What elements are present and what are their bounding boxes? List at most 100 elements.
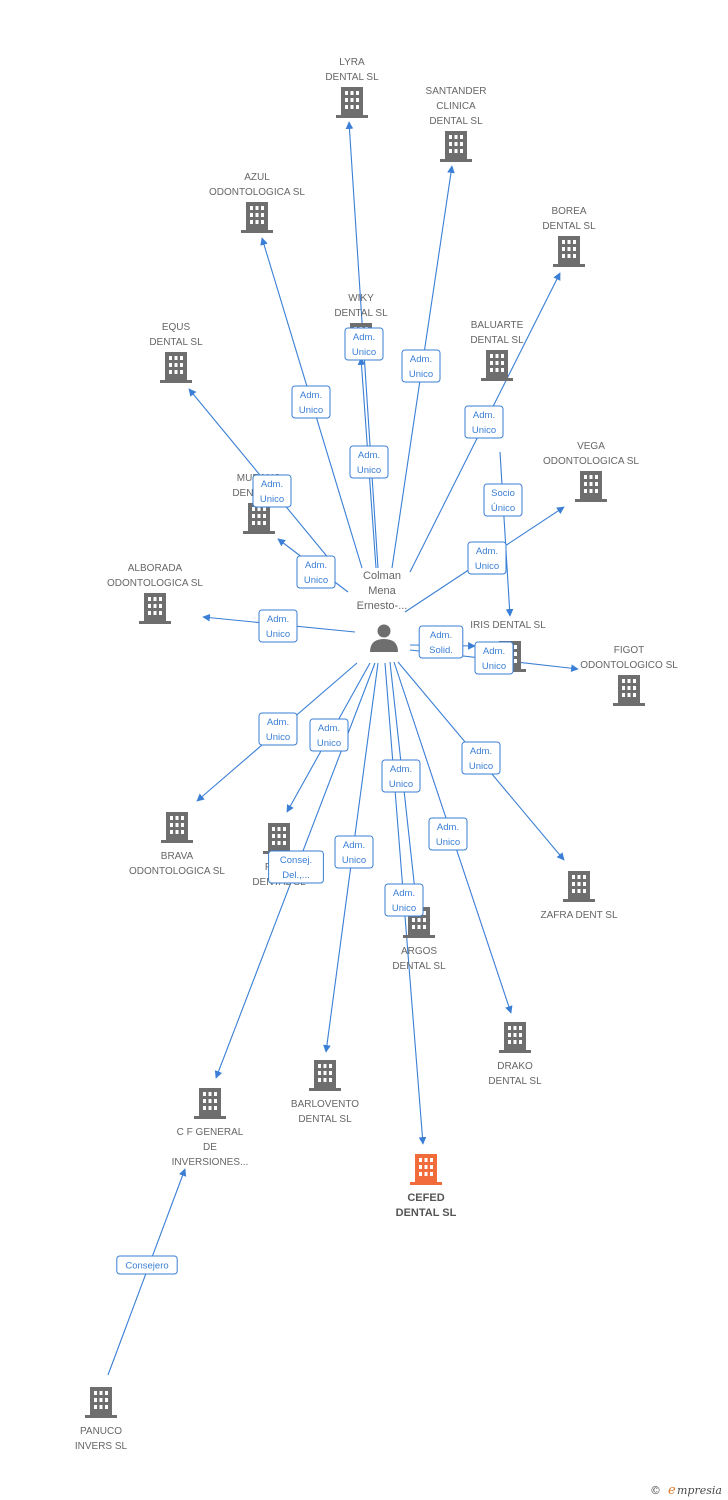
relation-badge-lyra[interactable]: Adm.Unico: [344, 327, 384, 361]
badge-box: [334, 835, 374, 869]
badge-text: Socio: [491, 488, 515, 499]
relation-badge-vega[interactable]: Adm.Unico: [467, 541, 507, 575]
company-node-brava[interactable]: BRAVA ODONTOLOGICA SL: [129, 812, 225, 877]
badge-box: [344, 327, 384, 361]
company-name: ODONTOLOGICA SL: [107, 578, 203, 589]
company-node-iris[interactable]: IRIS DENTAL SL: [470, 620, 546, 672]
center-person[interactable]: ColmanMenaErnesto-...: [357, 570, 408, 652]
badge-box: [252, 474, 292, 508]
badge-text: Adm.: [353, 332, 375, 343]
badge-text: Único: [491, 503, 515, 514]
company-name: ODONTOLOGICA SL: [209, 187, 305, 198]
badge-text: Adm.: [305, 560, 327, 571]
company-name: DENTAL SL: [396, 1207, 457, 1219]
relation-badge-fidel[interactable]: Adm. Unico: [309, 718, 349, 752]
company-name: DENTAL SL: [429, 116, 483, 127]
building-icon: [575, 471, 607, 502]
company-node-equs[interactable]: EQUS DENTAL SL: [149, 322, 203, 383]
relation-badge-equs[interactable]: Adm.Unico: [252, 474, 292, 508]
badge-box: [116, 1255, 178, 1275]
company-name: ODONTOLOGICA SL: [129, 866, 225, 877]
company-name: ODONTOLOGICA SL: [543, 456, 639, 467]
building-icon: [160, 352, 192, 383]
company-node-zafra[interactable]: ZAFRA DENT SL: [540, 871, 618, 921]
badge-box: [467, 541, 507, 575]
building-icon: [613, 675, 645, 706]
building-icon: [563, 871, 595, 902]
badge-box: [474, 641, 514, 675]
badge-text: Adm.: [267, 717, 289, 728]
relation-badge-cf[interactable]: Consejero: [116, 1255, 178, 1275]
company-name: DENTAL SL: [149, 337, 203, 348]
company-name: EQUS: [162, 322, 191, 333]
relation-badge-figot[interactable]: Adm.Unico: [474, 641, 514, 675]
badge-text: Unico: [317, 738, 341, 749]
relation-badge-zafra[interactable]: Adm.Unico: [461, 741, 501, 775]
company-name: ARGOS: [401, 946, 437, 957]
relation-badge-drako[interactable]: Adm.Unico: [428, 817, 468, 851]
badge-text: Unico: [299, 405, 323, 416]
relation-badge-baluarte[interactable]: Adm.Solid.: [418, 625, 464, 659]
relation-badge-murano[interactable]: Adm.Unico: [296, 555, 336, 589]
badge-box: [349, 445, 389, 479]
company-name: INVERSIONES...: [172, 1157, 249, 1168]
relation-badge-barlovento[interactable]: Adm.Unico: [334, 835, 374, 869]
company-node-cefed[interactable]: CEFED DENTAL SL: [396, 1154, 457, 1219]
company-name: LYRA: [339, 57, 365, 68]
badge-text: Unico: [266, 629, 290, 640]
company-name: FIGOT: [614, 645, 645, 656]
company-name: SANTANDER: [426, 86, 487, 97]
company-node-argos[interactable]: ARGOS DENTAL SL: [392, 907, 446, 972]
badge-text: Unico: [472, 425, 496, 436]
company-name: CLINICA: [436, 101, 476, 112]
building-icon: [85, 1387, 117, 1418]
company-name: ZAFRA DENT SL: [540, 910, 617, 921]
badge-text: Adm.: [318, 723, 340, 734]
badge-box: [291, 385, 331, 419]
company-name: WIKY: [348, 293, 374, 304]
company-name: CEFED: [407, 1192, 444, 1204]
badge-text: Adm.: [483, 646, 505, 657]
relation-badge-santander[interactable]: Adm.Unico: [401, 349, 441, 383]
building-icon: [499, 1022, 531, 1053]
relation-badge-borea[interactable]: Adm.Unico: [464, 405, 504, 439]
company-name: DENTAL SL: [298, 1114, 352, 1125]
relation-badge-azul[interactable]: Adm. Unico: [291, 385, 331, 419]
company-name: PANUCO: [80, 1426, 122, 1437]
badge-box: [464, 405, 504, 439]
relation-badge-alborada[interactable]: Adm.Unico: [258, 609, 298, 643]
badge-box: [384, 883, 424, 917]
relation-badge-argos[interactable]: Adm.Unico: [381, 759, 421, 793]
company-node-cf[interactable]: C F GENERALDEINVERSIONES...: [172, 1088, 249, 1168]
relation-badge-cefed[interactable]: Adm.Unico: [384, 883, 424, 917]
badge-text: Unico: [357, 465, 381, 476]
building-icon: [309, 1060, 341, 1091]
relation-badge-wiky[interactable]: Adm.Unico: [349, 445, 389, 479]
company-name: DENTAL SL: [392, 961, 446, 972]
badge-text: Adm.: [300, 390, 322, 401]
badge-text: Unico: [342, 855, 366, 866]
badge-box: [296, 555, 336, 589]
badge-text: Unico: [409, 369, 433, 380]
relation-badge-brava[interactable]: Adm.Unico: [258, 712, 298, 746]
relation-badge-cf[interactable]: Consej.Del.,...: [268, 850, 324, 884]
company-node-santander[interactable]: SANTANDER CLINICA DENTAL SL: [426, 86, 487, 162]
building-icon: [194, 1088, 226, 1119]
company-name: BRAVA: [161, 851, 194, 862]
badge-text: Adm.: [437, 822, 459, 833]
